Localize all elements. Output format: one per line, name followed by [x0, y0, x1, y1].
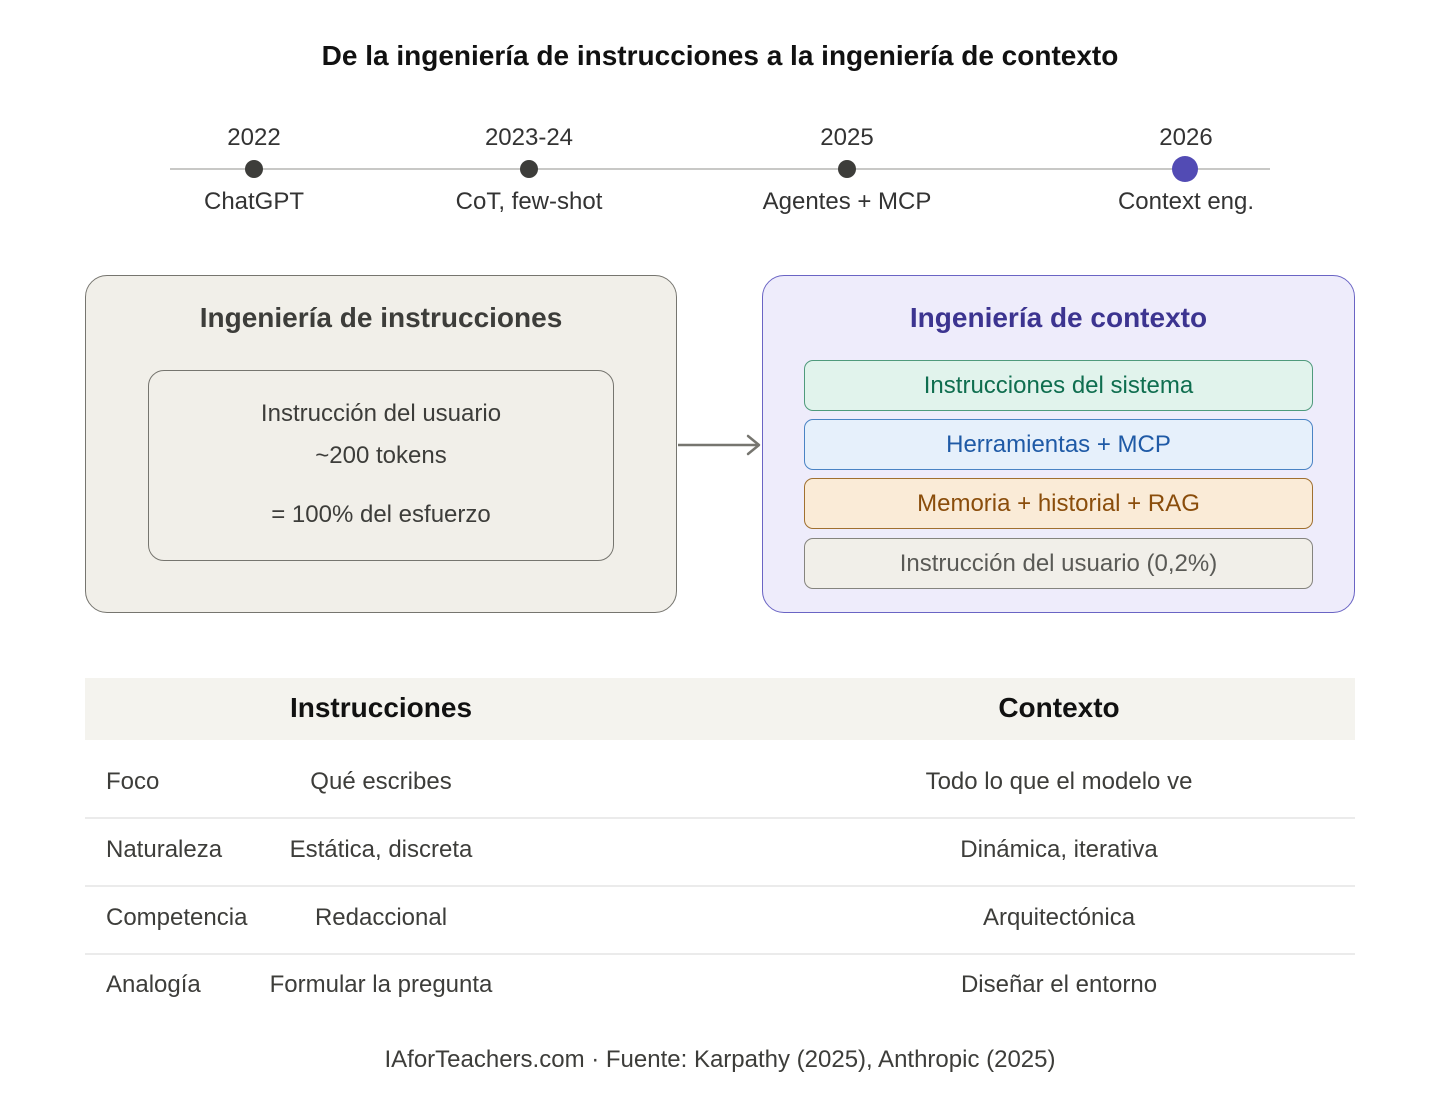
prompt-engineering-title: Ingeniería de instrucciones [199, 302, 563, 333]
source-footer: IAforTeachers.com · Fuente: Karpathy (20… [384, 1046, 1056, 1073]
cell-contexto: Dinámica, iterativa [960, 836, 1158, 863]
row-label: Analogía [106, 971, 201, 998]
timeline-dot [245, 160, 263, 178]
timeline-dot [838, 160, 856, 178]
user-instruction-box [148, 370, 614, 561]
timeline-label: ChatGPT [203, 188, 305, 215]
arrow-right-icon [678, 434, 761, 456]
cell-instrucciones: Qué escribes [310, 768, 452, 795]
row-label: Competencia [106, 904, 248, 931]
table-header [85, 678, 1355, 740]
timeline-dot-active [1172, 156, 1198, 182]
layer-user-instruction: Instrucción del usuario (0,2%) [804, 538, 1313, 589]
cell-contexto: Todo lo que el modelo ve [925, 768, 1193, 795]
token-count: ~200 tokens [315, 442, 447, 469]
row-divider [85, 885, 1355, 887]
timeline-axis [170, 168, 1270, 170]
layer-tools-mcp: Herramientas + MCP [804, 419, 1313, 470]
cell-contexto: Arquitectónica [982, 904, 1136, 931]
timeline-year: 2026 [1159, 124, 1213, 151]
user-instruction-label: Instrucción del usuario [260, 400, 502, 427]
row-label: Naturaleza [106, 836, 223, 863]
effort-share: = 100% del esfuerzo [271, 501, 491, 528]
page-title: De la ingeniería de instrucciones a la i… [321, 40, 1119, 71]
cell-instrucciones: Estática, discreta [289, 836, 473, 863]
timeline-label: Agentes + MCP [762, 188, 932, 215]
timeline-label: CoT, few-shot [455, 188, 603, 215]
context-engineering-title: Ingeniería de contexto [909, 302, 1208, 333]
row-label: Foco [106, 768, 160, 795]
layer-system-instructions: Instrucciones del sistema [804, 360, 1313, 411]
column-header-instrucciones: Instrucciones [289, 692, 473, 723]
timeline-year: 2022 [227, 124, 281, 151]
layer-memory-rag: Memoria + historial + RAG [804, 478, 1313, 529]
timeline-year: 2023-24 [484, 124, 574, 151]
timeline-year: 2025 [820, 124, 874, 151]
row-divider [85, 953, 1355, 955]
timeline-label: Context eng. [1117, 188, 1255, 215]
column-header-contexto: Contexto [998, 692, 1120, 723]
cell-contexto: Diseñar el entorno [960, 971, 1158, 998]
cell-instrucciones: Formular la pregunta [269, 971, 493, 998]
timeline-dot [520, 160, 538, 178]
row-divider [85, 817, 1355, 819]
cell-instrucciones: Redaccional [314, 904, 448, 931]
